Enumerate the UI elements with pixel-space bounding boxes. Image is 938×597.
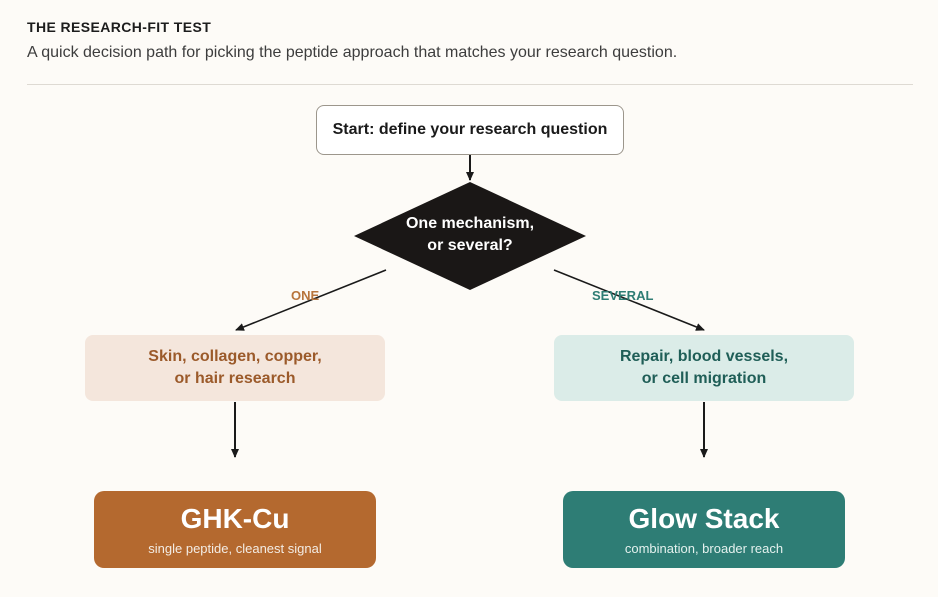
diagram-subtitle: A quick decision path for picking the pe… [27, 44, 678, 61]
branch-label-several: SEVERAL [592, 288, 654, 303]
branch-label-one: ONE [291, 288, 320, 303]
condition-left-line-2: or hair research [174, 370, 296, 387]
decision-diamond [354, 182, 586, 290]
decision-node-label: One mechanism, or several? [388, 210, 552, 260]
arrow-decision-to-several [553, 269, 705, 331]
header-divider [27, 84, 913, 85]
outcome-right-subtitle: combination, broader reach [624, 541, 784, 556]
start-node: Start: define your research question [316, 105, 624, 155]
condition-right-line-1: Repair, blood vessels, [619, 348, 789, 365]
condition-node-right: Repair, blood vessels, or cell migration [554, 335, 854, 401]
decision-line-1: One mechanism, [405, 215, 535, 232]
condition-right-line-2: or cell migration [641, 370, 767, 387]
decision-line-2: or several? [427, 237, 513, 254]
condition-node-left: Skin, collagen, copper, or hair research [85, 335, 385, 401]
outcome-node-ghk-cu: GHK-Cu single peptide, cleanest signal [94, 491, 376, 568]
arrow-decision-to-one [235, 269, 387, 331]
diagram-kicker: THE RESEARCH-FIT TEST [27, 19, 212, 35]
start-node-label: Start: define your research question [332, 121, 608, 138]
condition-left-line-1: Skin, collagen, copper, [148, 348, 322, 365]
outcome-right-title: Glow Stack [628, 503, 780, 534]
outcome-node-glow-stack: Glow Stack combination, broader reach [563, 491, 845, 568]
outcome-left-title: GHK-Cu [180, 503, 290, 534]
outcome-left-subtitle: single peptide, cleanest signal [148, 541, 322, 556]
